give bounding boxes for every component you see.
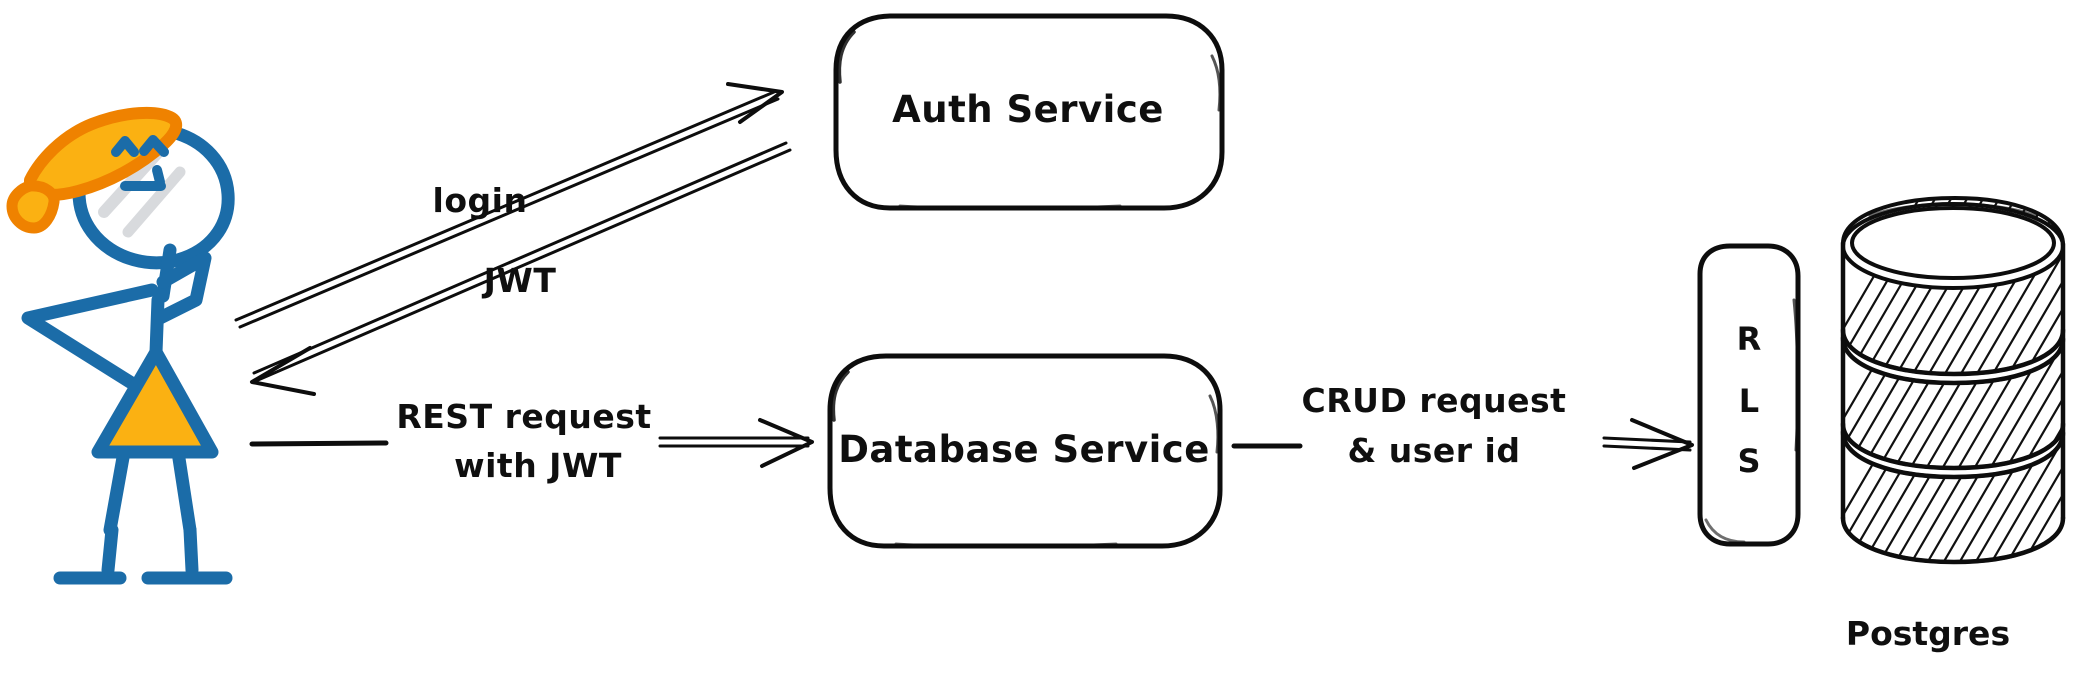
jwt-edge-label: JWT: [482, 261, 557, 300]
figure-hat: [24, 106, 183, 201]
postgres-caption: Postgres: [1846, 614, 2010, 653]
user-stick-figure: [6, 106, 235, 585]
crud-edge-label-line2: & user id: [1348, 431, 1521, 470]
postgres-hatch-middle: [1843, 338, 2063, 468]
postgres-node[interactable]: [1790, 180, 2080, 606]
figure-eye-right: [139, 135, 169, 157]
figure-eye-left: [111, 136, 139, 157]
login-edge-label: login: [433, 181, 528, 220]
database-service-node[interactable]: [827, 353, 1223, 549]
rls-letter-s: S: [1737, 442, 1760, 480]
rest-edge: [249, 418, 814, 468]
figure-arm-right: [153, 251, 212, 325]
rls-letter-l: L: [1739, 382, 1759, 420]
login-edge: [234, 82, 784, 329]
figure-skirt: [91, 345, 219, 459]
rls-node[interactable]: [1697, 243, 1801, 547]
crud-edge-label-line1: CRUD request: [1302, 381, 1567, 420]
database-service-label: Database Service: [838, 428, 1210, 471]
jwt-edge: [250, 141, 792, 396]
figure-hat-bow: [6, 180, 60, 234]
auth-service-node[interactable]: [833, 13, 1225, 211]
figure-leg-left: [103, 445, 131, 537]
auth-service-label: Auth Service: [892, 88, 1164, 131]
rest-edge-label-line1: REST request: [396, 397, 651, 436]
crud-edge: [1231, 418, 1694, 470]
rls-letter-r: R: [1737, 320, 1762, 358]
figure-arm-left: [21, 283, 159, 389]
figure-nose: [152, 165, 165, 187]
rest-edge-label-line2: with JWT: [454, 446, 622, 485]
postgres-hatch-bottom: [1843, 432, 2063, 562]
figure-leg-right: [171, 445, 197, 537]
